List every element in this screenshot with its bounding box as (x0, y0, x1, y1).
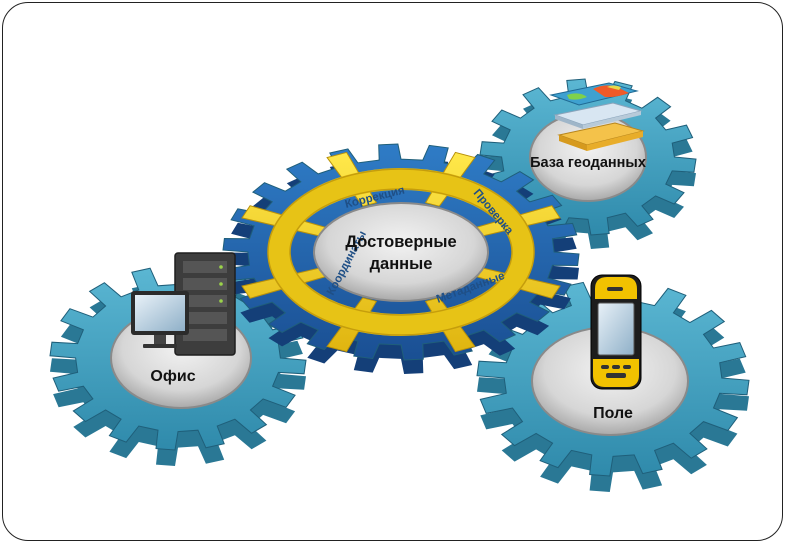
center-title-line1: Достоверные (345, 233, 456, 251)
handheld-gps-icon (590, 274, 642, 390)
gears-diagram: Коррекция Проверка Координаты Метаданные… (49, 78, 750, 492)
gear-center (222, 143, 580, 374)
center-title-line2: данные (370, 255, 433, 273)
office-label: Офис (150, 368, 195, 385)
center-disc (313, 202, 489, 302)
geodatabase-label: База геоданных (530, 155, 646, 171)
yellow-wheel (241, 151, 561, 353)
server-icon (174, 252, 236, 356)
monitor-icon (131, 291, 189, 348)
field-label: Поле (593, 405, 633, 422)
layers-icon (549, 82, 645, 151)
